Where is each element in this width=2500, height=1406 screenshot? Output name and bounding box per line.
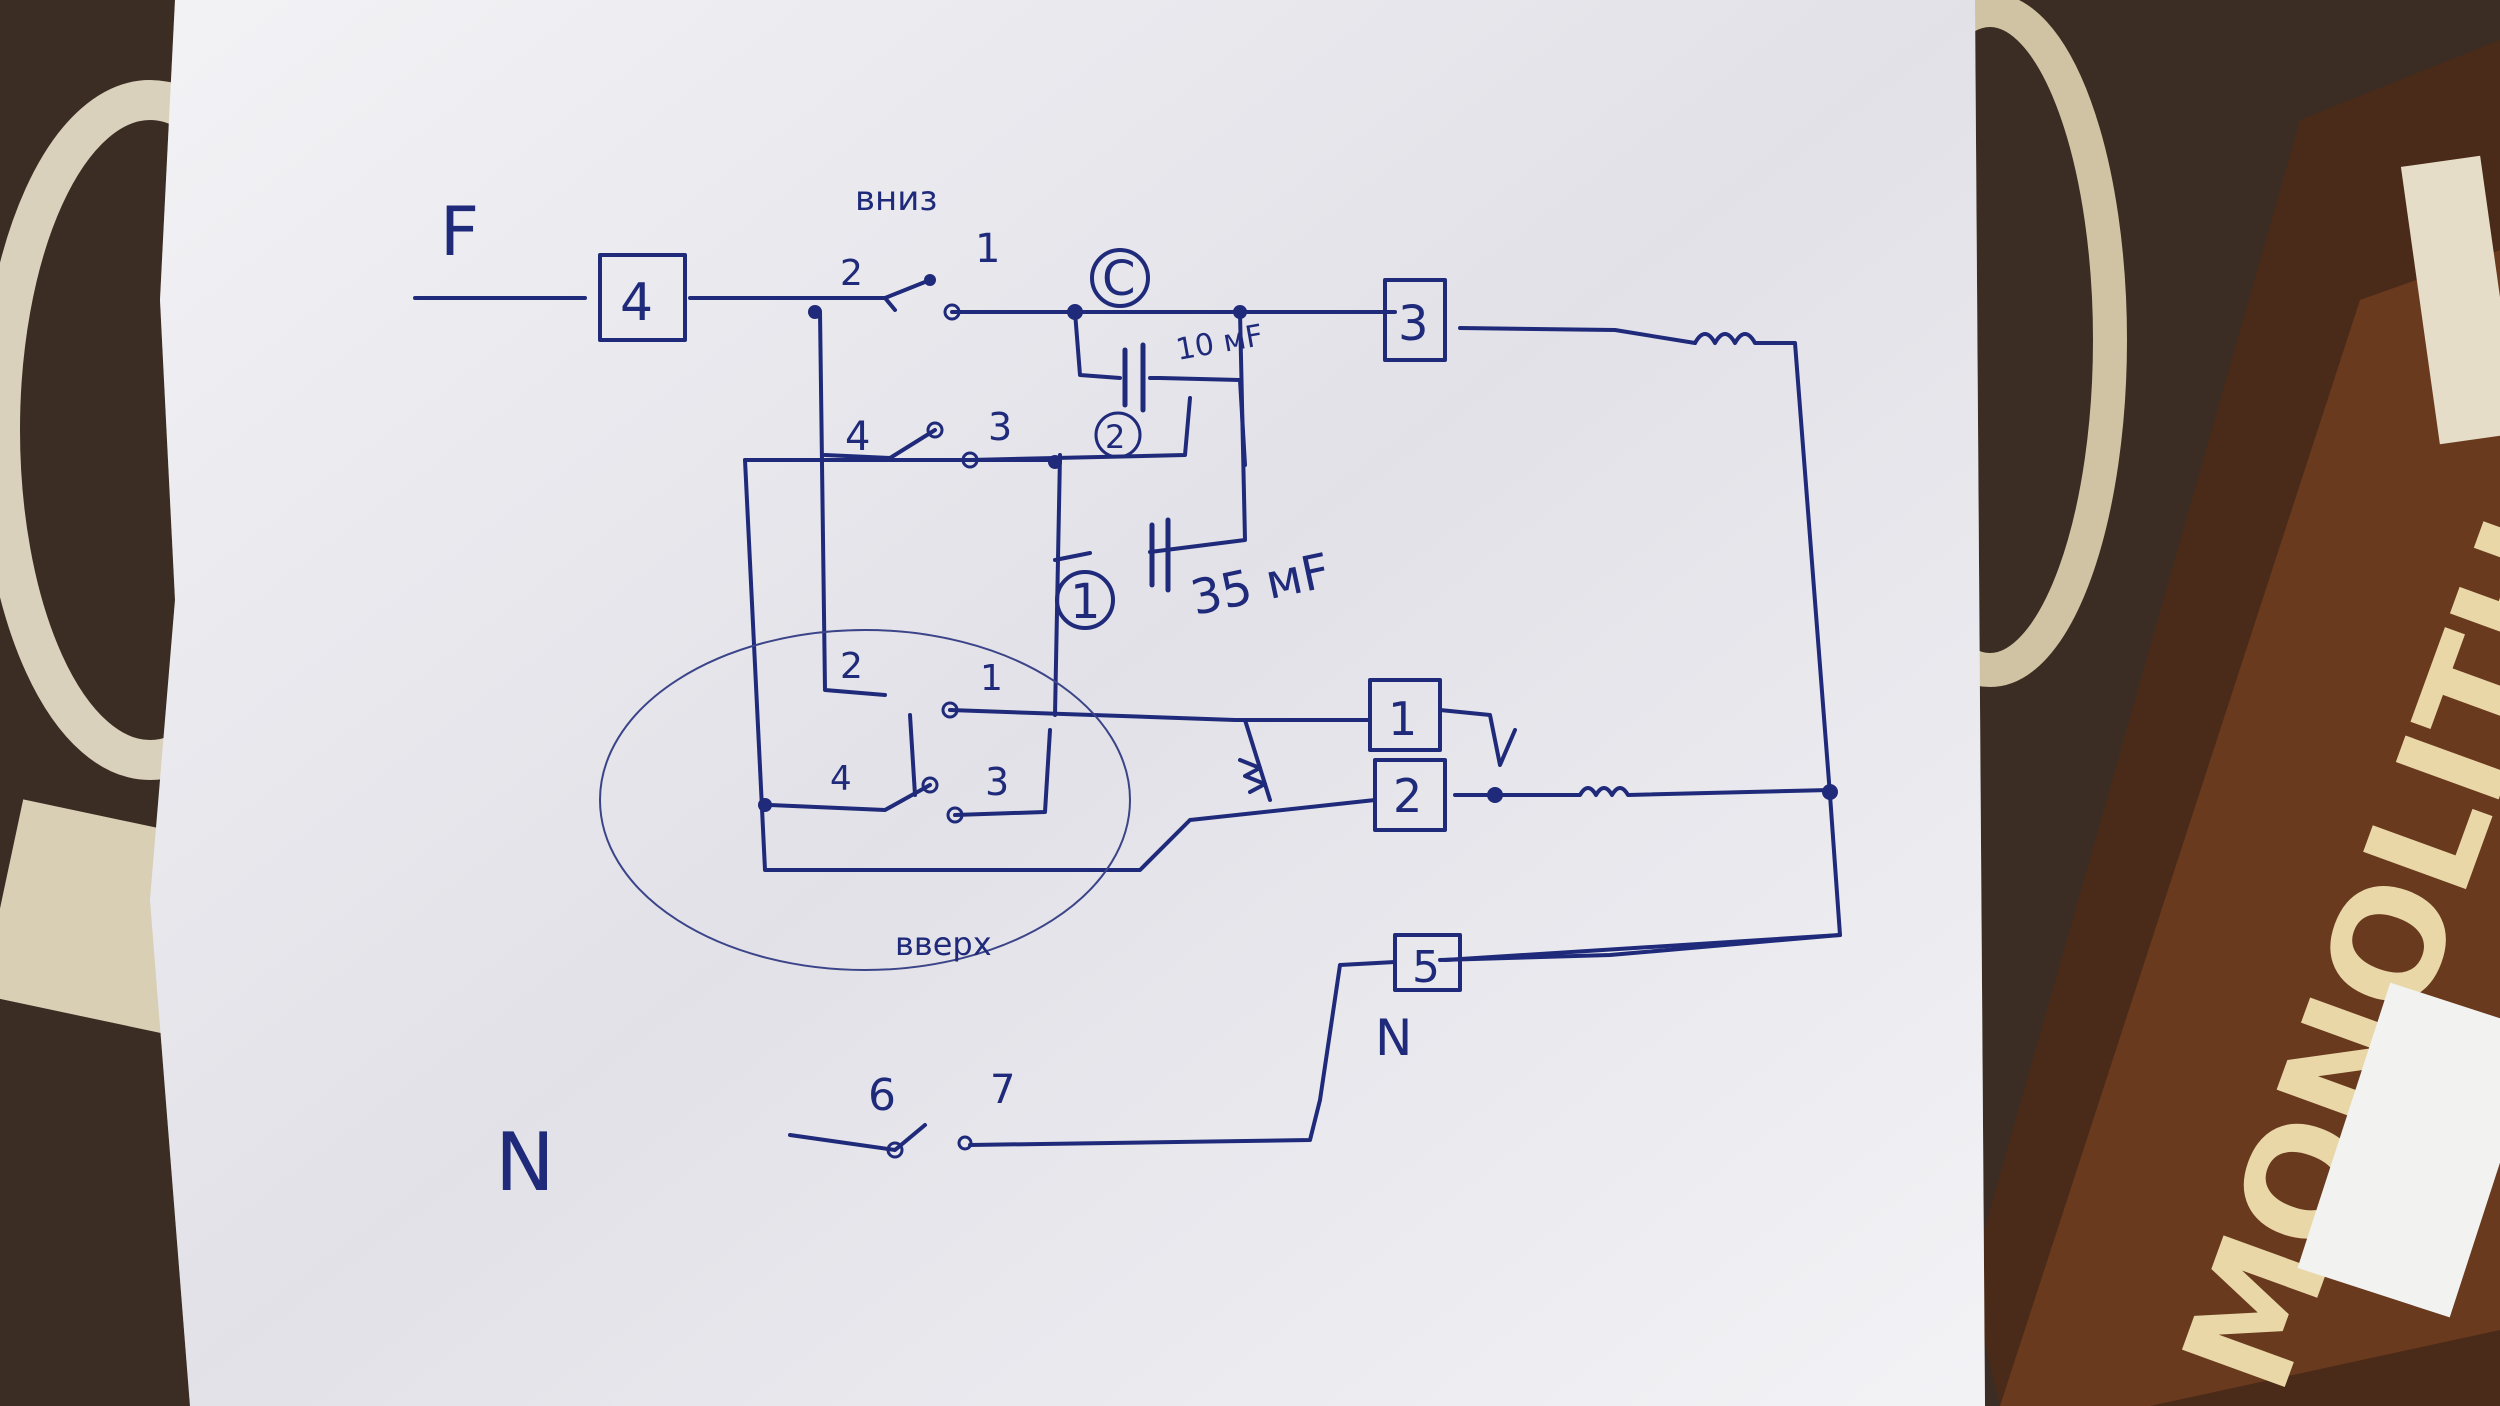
box-4-label: 4 (620, 273, 653, 333)
low-contact-6: 6 (868, 1070, 896, 1121)
top-contact-1: 1 (975, 226, 1000, 272)
wiring (413, 278, 1842, 1152)
capacitors (1122, 342, 1171, 593)
box-3-label: 3 (1398, 296, 1429, 352)
bottom-contact-3: 3 (985, 760, 1009, 804)
bottom-contact-2: 2 (840, 646, 863, 687)
box-5-label: 5 (1412, 942, 1440, 993)
node-c-circle (1090, 248, 1150, 308)
label-switch-up: вверх (895, 925, 992, 963)
box-1-label: 1 (1388, 692, 1417, 746)
contact-rings (886, 303, 979, 1159)
bottom-contact-4: 4 (830, 759, 852, 799)
low-contact-7: 7 (990, 1067, 1015, 1113)
label-node-1: 1 (1070, 574, 1101, 630)
label-switch-down: вниз (855, 179, 937, 219)
bottom-contact-1: 1 (980, 658, 1003, 699)
label-neutral-right: N (1375, 1009, 1412, 1067)
top-contact-2: 2 (840, 253, 863, 294)
label-node-2: 2 (1105, 418, 1125, 456)
node-1-circle (1055, 570, 1115, 630)
box-3 (1383, 278, 1447, 362)
label-phase: F (440, 193, 479, 272)
box-2-label: 2 (1393, 769, 1422, 823)
junction-dots (758, 274, 1838, 812)
box-5 (1393, 933, 1462, 992)
terminal-boxes (598, 253, 1462, 992)
label-neutral-left: N (495, 1116, 555, 1209)
top-contact-4: 4 (845, 414, 870, 460)
box-2 (1373, 758, 1447, 832)
label-node-c: C (1102, 251, 1136, 307)
box-4 (598, 253, 687, 342)
switch-outline-ellipse (599, 629, 1131, 971)
node-2-circle (1094, 411, 1142, 459)
top-contact-3: 3 (988, 405, 1012, 449)
chocolate-package: MONOLITH (1970, 40, 2500, 1406)
box-1 (1368, 678, 1442, 752)
